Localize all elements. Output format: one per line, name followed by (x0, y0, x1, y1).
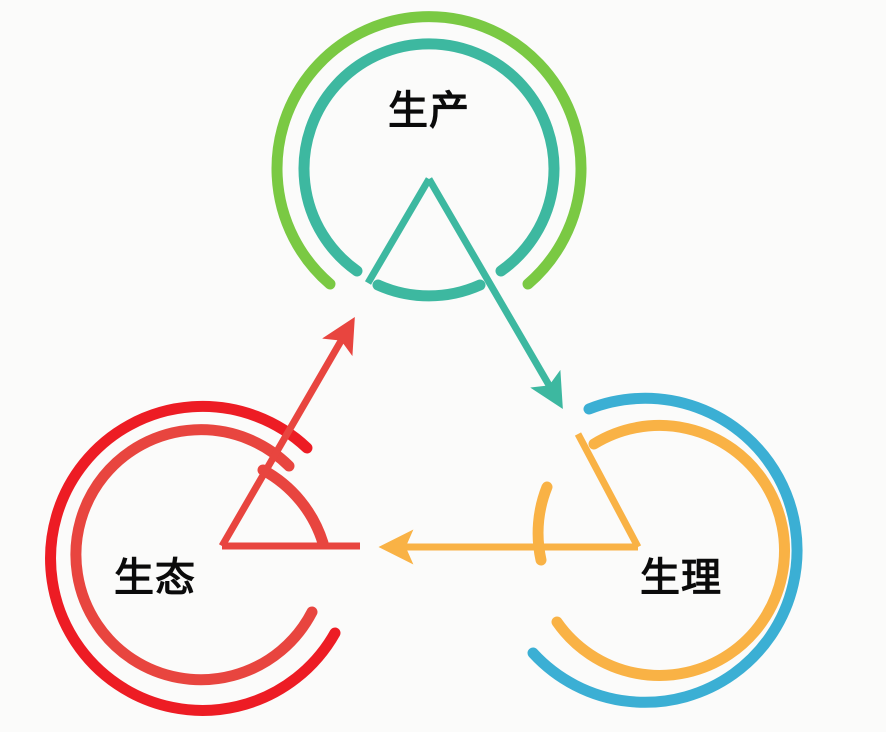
triangle-edge-teal-left (364, 177, 433, 285)
arrow-line-red (218, 317, 355, 548)
production-inner-ring-main (298, 38, 560, 277)
physiology-inner-ring-main (551, 420, 790, 681)
node-physiology[interactable]: 生理 (527, 392, 803, 708)
physiology-inner-ring-segment (532, 481, 553, 566)
node-ecology[interactable]: 生态 (45, 400, 341, 716)
node-label-physiology: 生理 (640, 555, 722, 601)
production-inner-ring-bottom (372, 279, 486, 302)
arrow-production-to-physiology[interactable] (425, 177, 563, 409)
production-outer-ring (271, 11, 587, 290)
ecology-inner-ring-segment (257, 464, 329, 549)
ecology-outer-ring (45, 400, 341, 716)
physiology-outer-ring (527, 392, 803, 708)
node-label-production: 生产 (388, 88, 470, 134)
triangle-edge-orange-right (574, 432, 642, 549)
node-production[interactable]: 生产 (271, 11, 587, 302)
arrow-ecology-to-production[interactable] (218, 317, 355, 548)
arrow-line-teal (425, 177, 563, 409)
ecology-inner-ring-main (70, 424, 318, 686)
node-label-ecology: 生态 (114, 555, 196, 601)
